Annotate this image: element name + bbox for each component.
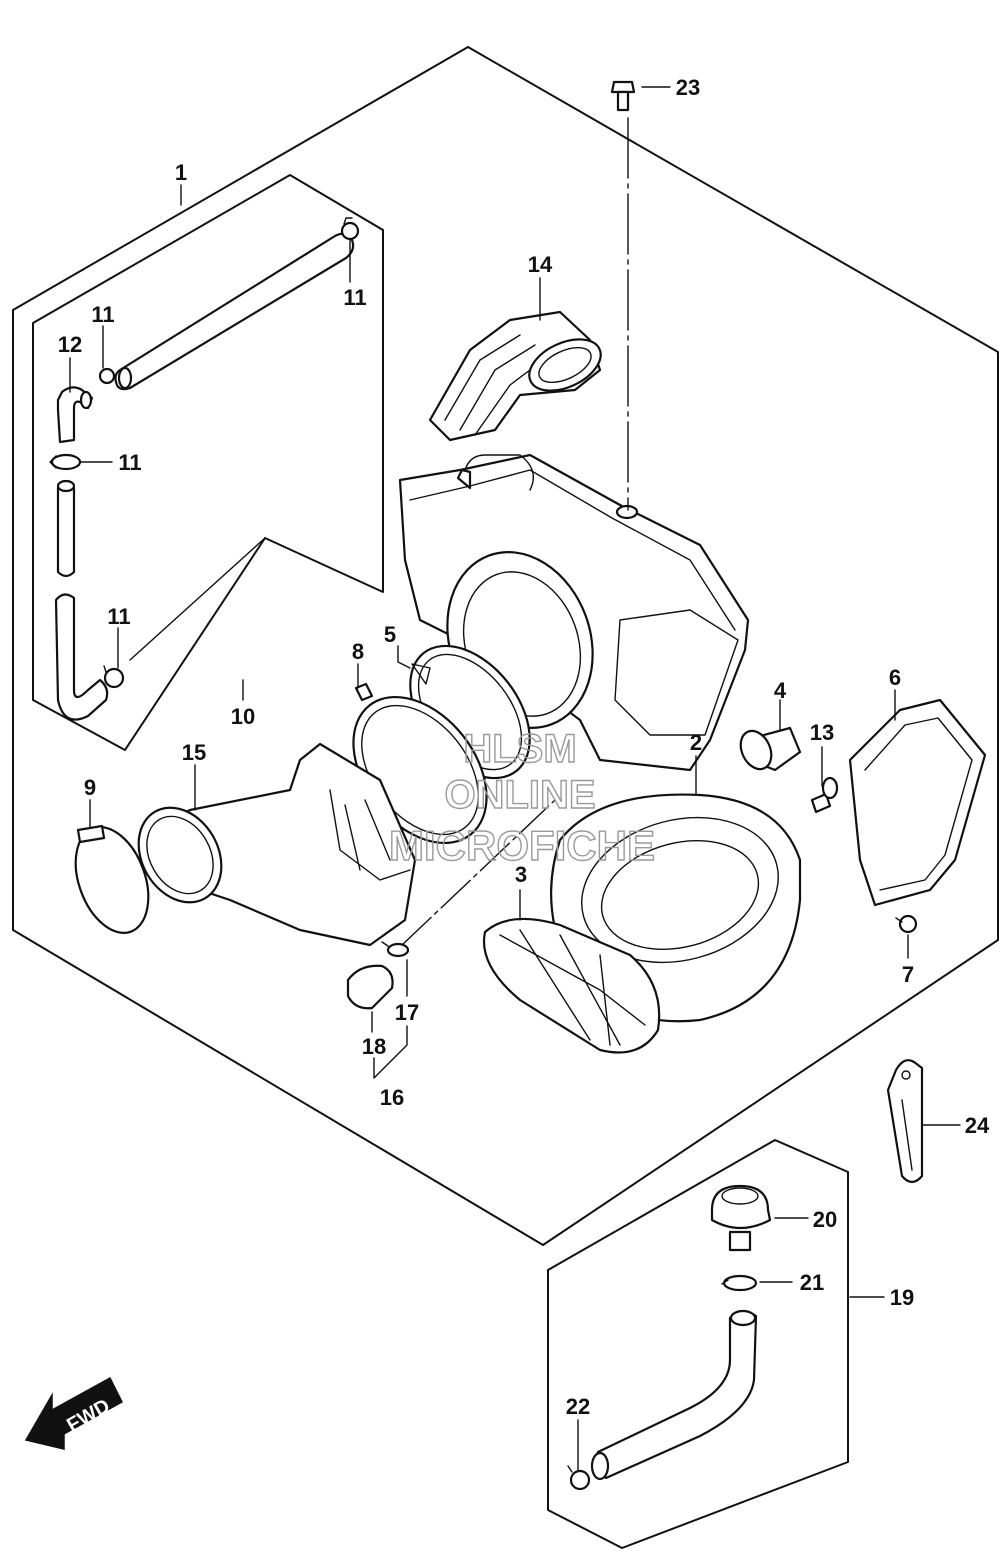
callout-22: 22 bbox=[566, 1394, 590, 1419]
intake-pipe-15 bbox=[137, 742, 417, 947]
callout-3: 3 bbox=[515, 862, 527, 887]
breather-hose-long bbox=[114, 232, 355, 391]
drain-cap-20 bbox=[710, 1184, 772, 1252]
strap-24 bbox=[886, 1059, 924, 1184]
leader-lines bbox=[69, 86, 961, 1471]
clamp-17 bbox=[381, 941, 410, 958]
bracket-6 bbox=[848, 698, 987, 907]
clamp-21 bbox=[721, 1274, 758, 1292]
callout-4: 4 bbox=[774, 678, 787, 703]
callout-11-top: 11 bbox=[343, 285, 366, 310]
callout-24: 24 bbox=[965, 1113, 990, 1138]
clamp-17-leader bbox=[401, 799, 556, 946]
subassembly-outline-hoses bbox=[32, 174, 384, 751]
callout-16: 16 bbox=[380, 1085, 404, 1110]
seal-4 bbox=[739, 726, 802, 772]
drain-plug-18 bbox=[346, 964, 394, 1010]
callout-10: 10 bbox=[231, 704, 255, 729]
air-cleaner-case bbox=[398, 453, 750, 772]
screw-7 bbox=[895, 914, 918, 934]
elbow-connector-12 bbox=[56, 386, 94, 444]
inlet-duct-14 bbox=[428, 310, 602, 442]
watermark: HLSM ONLINE MICROFICHE bbox=[388, 726, 655, 869]
callout-13: 13 bbox=[810, 720, 834, 745]
watermark-line-1: HLSM bbox=[463, 727, 576, 771]
callout-18: 18 bbox=[362, 1034, 386, 1059]
subassembly-outline-drain bbox=[547, 1139, 849, 1549]
watermark-line-2: ONLINE bbox=[444, 773, 595, 817]
breather-hose-short bbox=[56, 479, 76, 578]
callout-11-middle: 11 bbox=[118, 450, 141, 475]
callout-labels: 1 2 3 4 5 6 7 8 9 10 11 11 11 11 12 13 1… bbox=[58, 75, 990, 1419]
clamp-11-left bbox=[98, 367, 116, 385]
callout-20: 20 bbox=[813, 1207, 837, 1232]
callout-7: 7 bbox=[902, 962, 914, 987]
fwd-arrow-icon: FWD bbox=[24, 1376, 123, 1450]
callout-2: 2 bbox=[690, 730, 702, 755]
breather-hose-bent bbox=[54, 593, 109, 721]
callout-17: 17 bbox=[395, 1000, 419, 1025]
drain-hose bbox=[590, 1309, 758, 1481]
callout-15: 15 bbox=[182, 740, 206, 765]
bolt-23 bbox=[610, 80, 636, 112]
callout-14: 14 bbox=[528, 252, 553, 277]
clamp-11-middle bbox=[49, 453, 82, 471]
callout-9: 9 bbox=[84, 775, 96, 800]
callout-8: 8 bbox=[352, 639, 364, 664]
clamp-11-top bbox=[340, 217, 360, 241]
screw-13 bbox=[810, 776, 839, 814]
callout-23: 23 bbox=[676, 75, 700, 100]
assembly-outline-main bbox=[12, 46, 999, 1246]
callout-1: 1 bbox=[175, 160, 187, 185]
clamp-11-lower bbox=[103, 665, 125, 689]
callout-6: 6 bbox=[889, 665, 901, 690]
hose-clamp-9 bbox=[74, 824, 150, 935]
callout-12: 12 bbox=[58, 332, 82, 357]
clamp-22 bbox=[567, 1465, 591, 1491]
callout-19: 19 bbox=[890, 1285, 914, 1310]
element-frame-3 bbox=[482, 917, 661, 1054]
callout-21: 21 bbox=[800, 1270, 824, 1295]
callout-11-left: 11 bbox=[91, 302, 114, 327]
callout-5: 5 bbox=[384, 622, 396, 647]
watermark-line-3: MICROFICHE bbox=[389, 822, 655, 869]
callout-11-lower: 11 bbox=[107, 604, 130, 629]
